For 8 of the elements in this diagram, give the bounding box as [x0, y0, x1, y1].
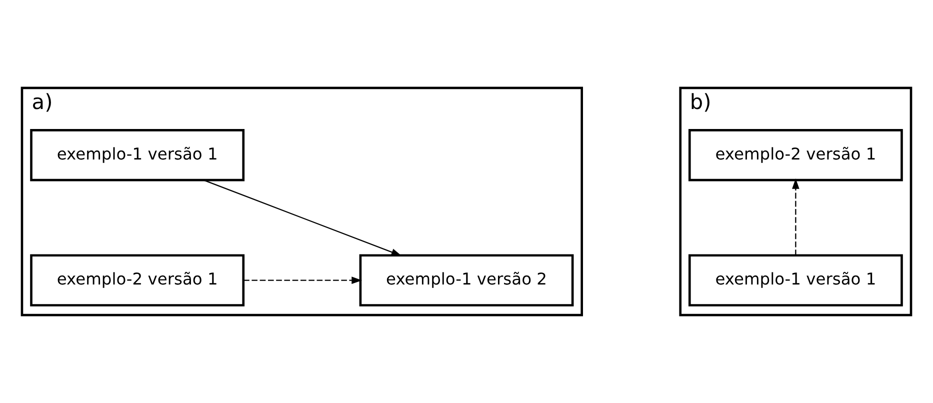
node-box: exemplo-2 versão 1: [688, 129, 903, 182]
arrow: [204, 180, 402, 256]
arrow: [244, 276, 362, 284]
arrow: [792, 178, 800, 256]
node-box: exemplo-2 versão 1: [30, 254, 245, 306]
node-box: exemplo-1 versão 2: [359, 254, 574, 306]
node-box: exemplo-1 versão 1: [30, 129, 245, 182]
node-box: exemplo-1 versão 1: [688, 254, 903, 306]
